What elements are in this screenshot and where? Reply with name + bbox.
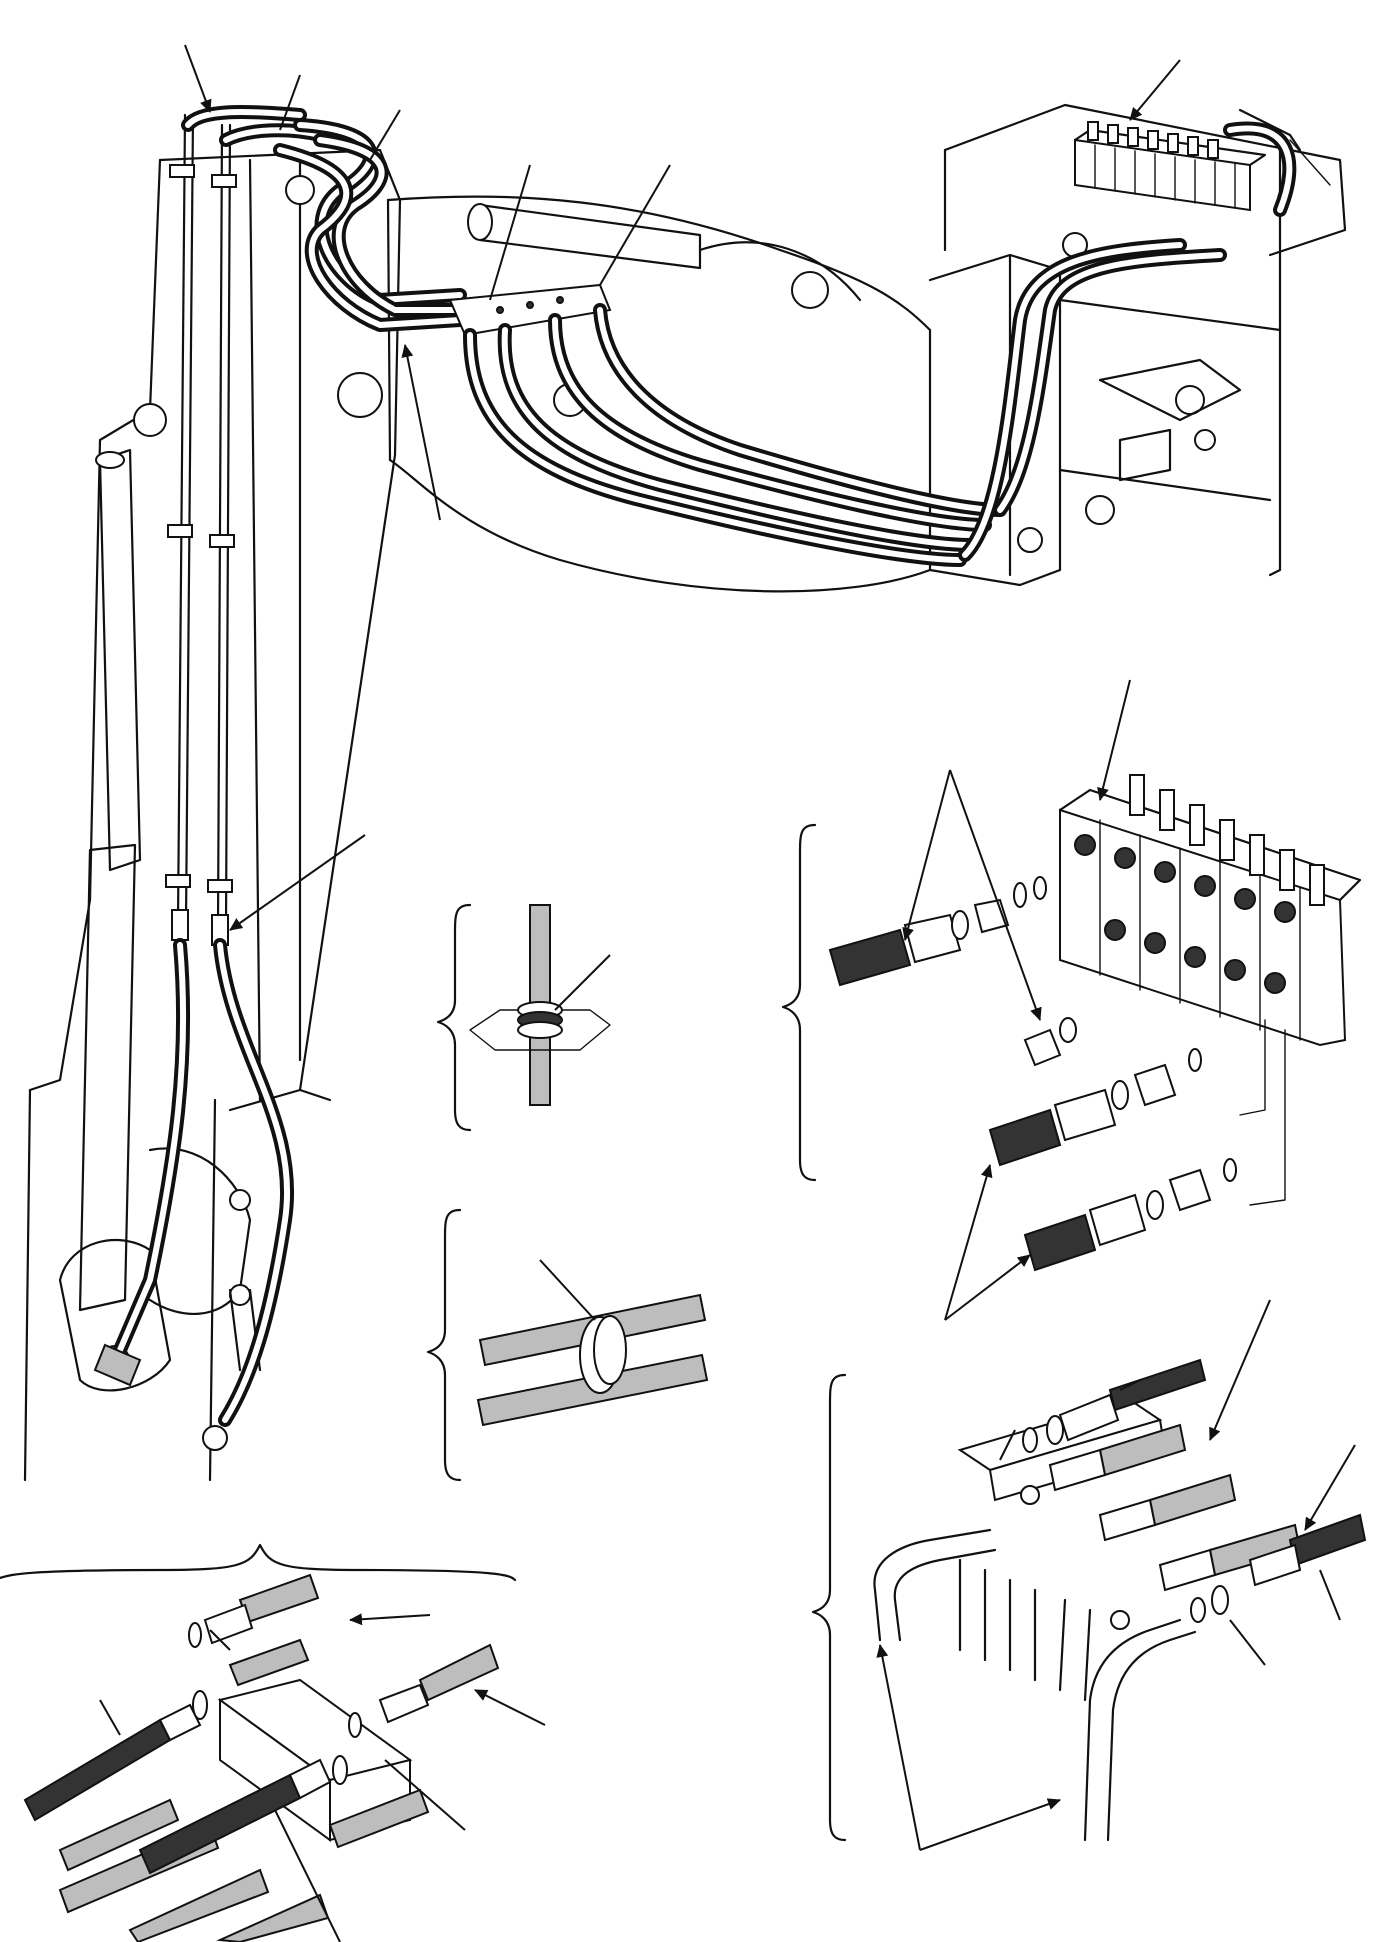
- boom-cylinder: [478, 203, 702, 270]
- detail-manifold-left: [0, 1543, 546, 1942]
- leader-arrows-top: [184, 44, 1181, 931]
- boom-pin: [791, 271, 829, 309]
- detail-hose-clip: [426, 1208, 709, 1482]
- arm-cylinder: [98, 448, 142, 872]
- detail-clamp-pipe: [436, 903, 611, 1132]
- hose-routing: [93, 105, 1297, 1451]
- dipper-arm: [23, 148, 402, 1482]
- detail-manifold-right: [811, 1299, 1367, 1851]
- detail-valve-exploded: [781, 679, 1362, 1321]
- arm-pin: [337, 372, 383, 418]
- boom: [337, 195, 932, 593]
- swing-frame: [928, 103, 1347, 587]
- control-valve-top: [1073, 121, 1267, 212]
- hose-bracket: [448, 283, 612, 337]
